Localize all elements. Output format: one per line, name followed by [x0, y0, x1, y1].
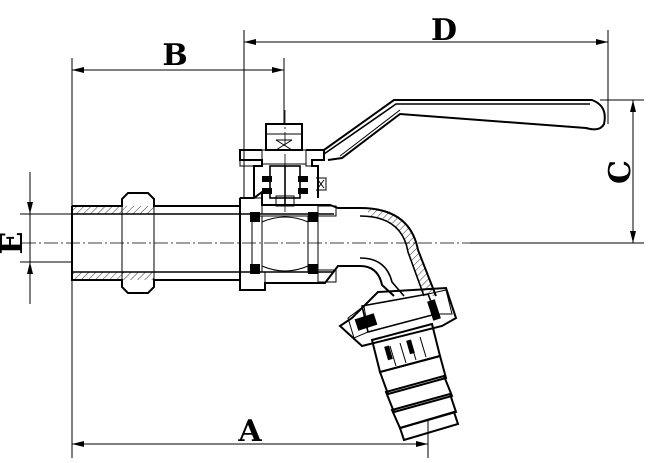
hose-connector — [370, 322, 460, 442]
dim-a-label: A — [237, 414, 262, 449]
lever-handle — [318, 99, 606, 161]
valve-body — [22, 99, 606, 442]
dim-b-label: B — [162, 38, 187, 73]
coupling-nut — [338, 286, 458, 348]
dim-e-label: E — [0, 232, 30, 255]
central-body — [239, 190, 360, 291]
bent-spout — [359, 207, 437, 297]
dimension-lines: B D A C E — [0, 13, 644, 458]
dim-c-label: C — [603, 160, 638, 184]
valve-stem — [239, 123, 327, 207]
dim-d-label: D — [431, 13, 457, 48]
